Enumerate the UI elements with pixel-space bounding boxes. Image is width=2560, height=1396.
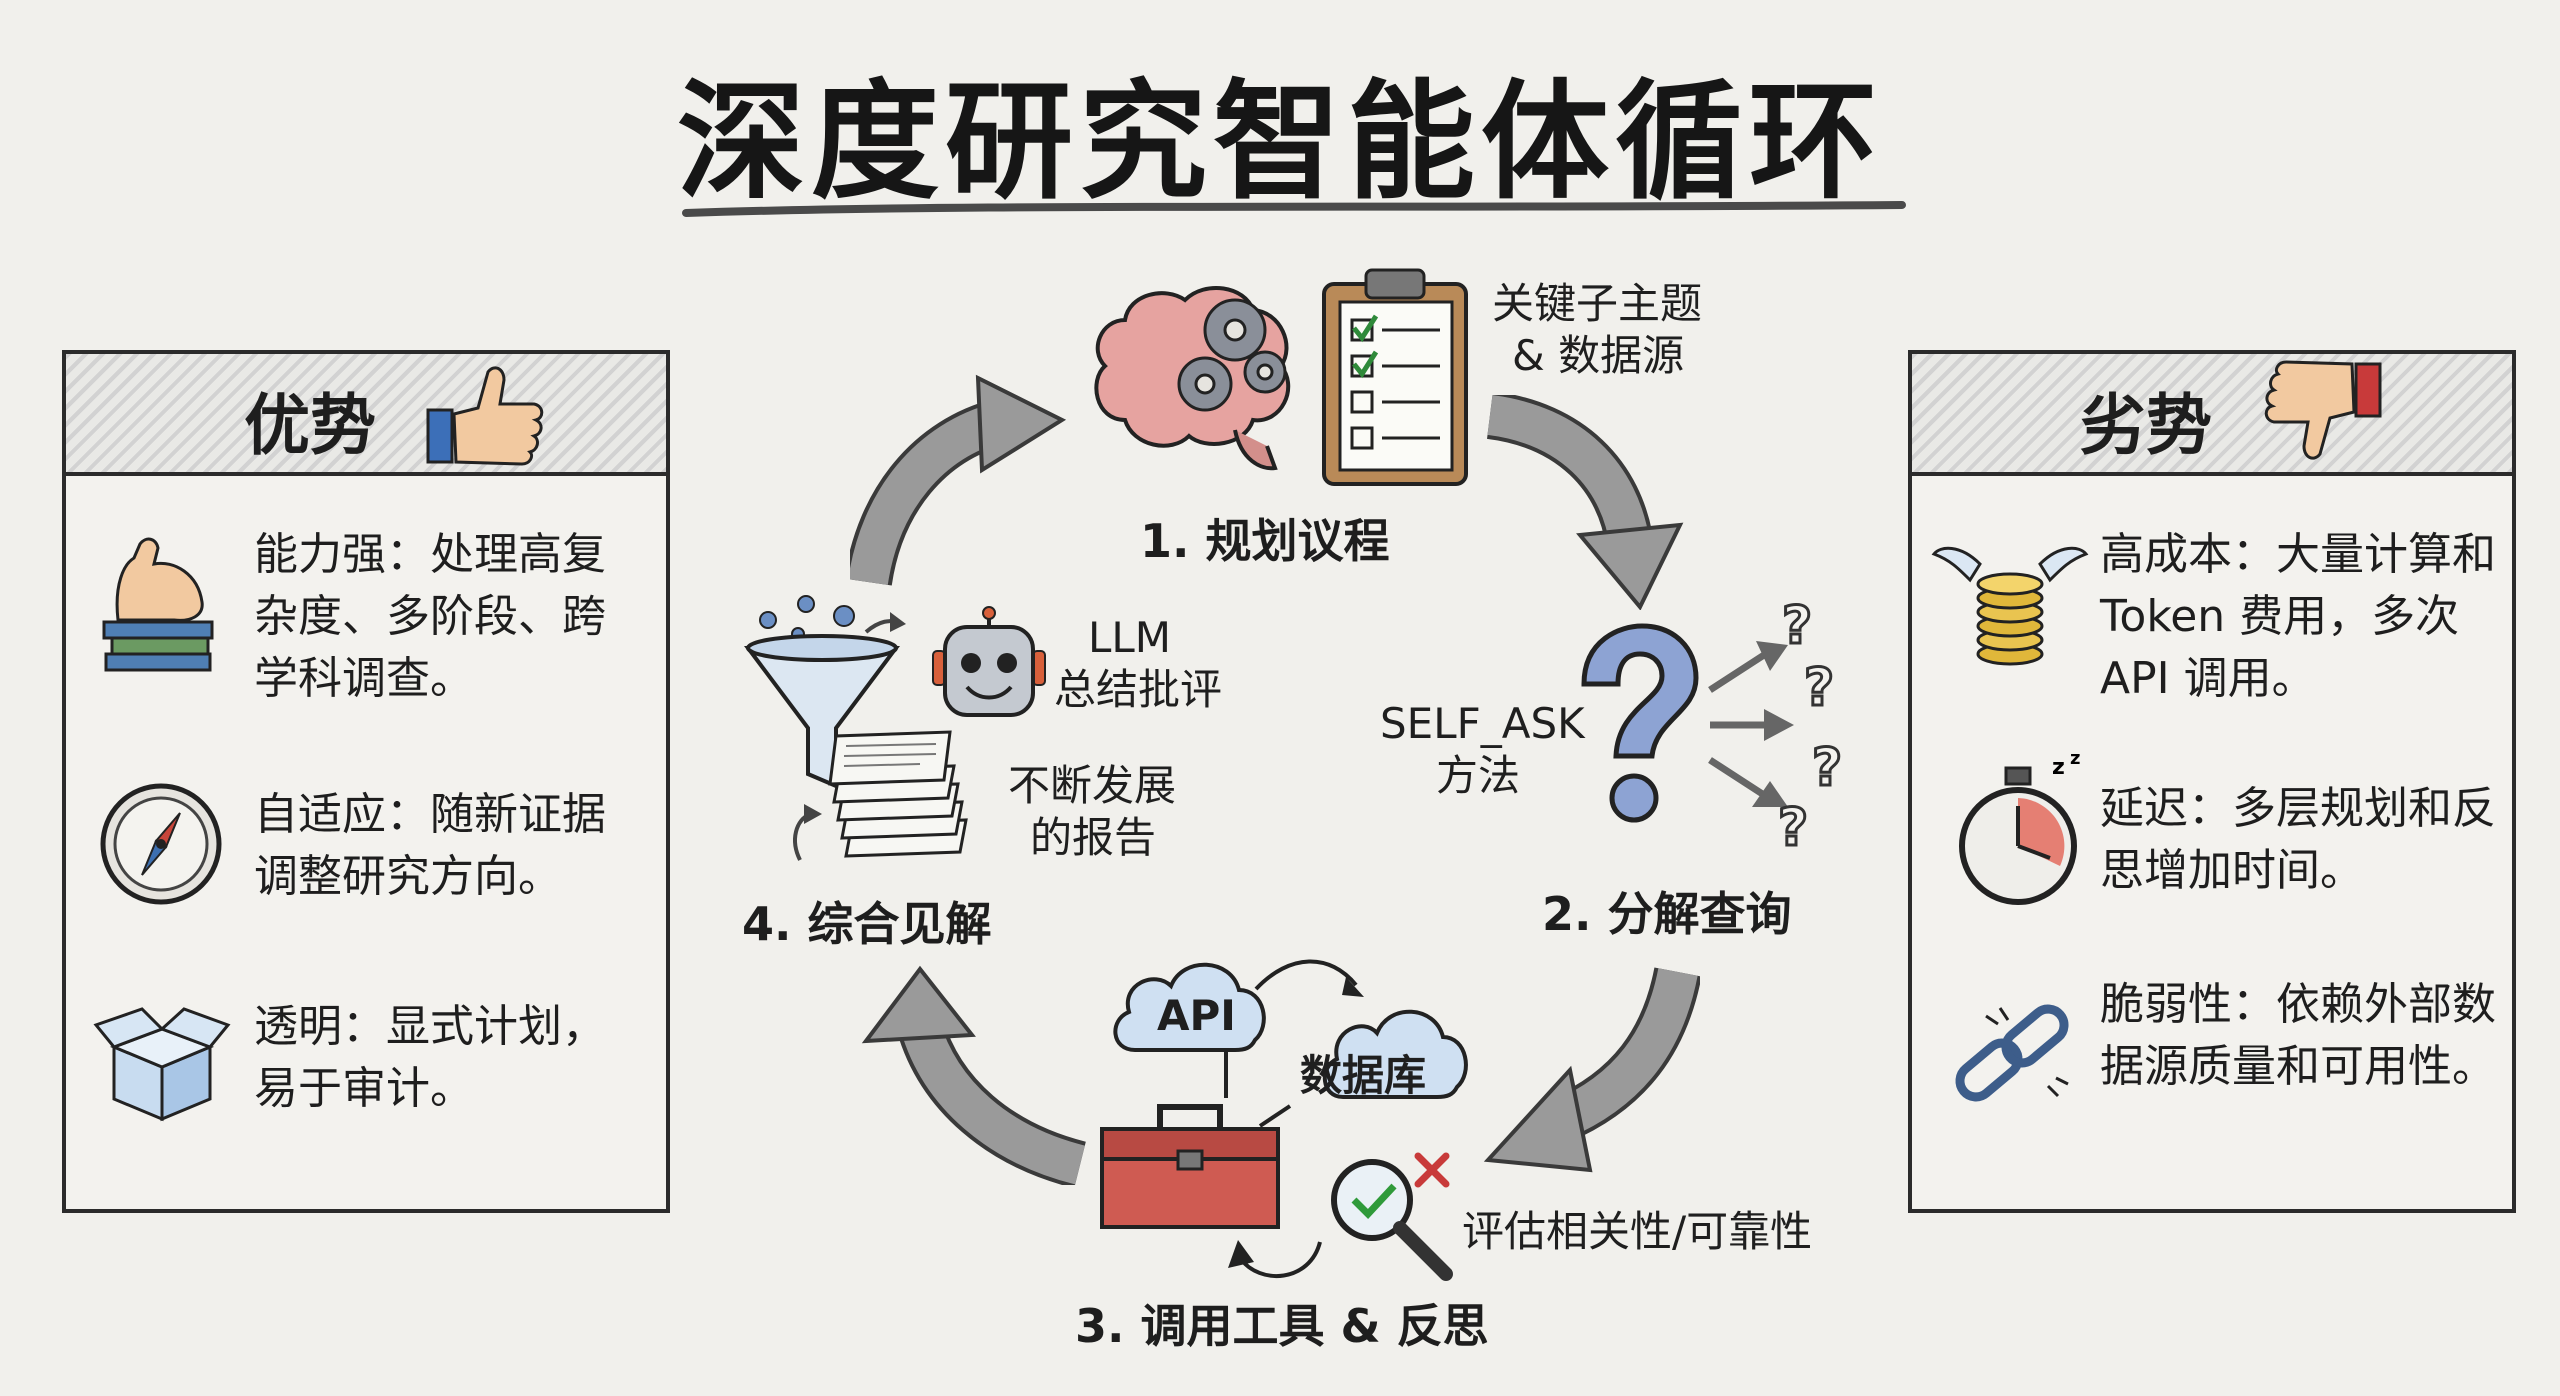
cons-item-2-text: 延迟：多层规划和反思增加时间。 — [2100, 783, 2496, 896]
pros-item-2-text: 自适应：随新证据调整研究方向。 — [254, 789, 606, 902]
llm-note-line1: LLM — [1088, 613, 1172, 662]
robot-icon — [932, 606, 1046, 717]
pros-heading: 优势 — [244, 387, 376, 464]
curved-arrow-api-to-db — [1254, 959, 1364, 997]
connector-lines — [1224, 1050, 1292, 1128]
stopwatch-icon: z z — [1959, 754, 2080, 905]
cons-header: 劣势 — [1912, 354, 2512, 476]
report-stack-icon — [793, 730, 968, 861]
self-ask-note-line1: SELF_ASK — [1380, 699, 1585, 748]
api-label: API — [1157, 991, 1236, 1040]
reflect-loop-arrow — [1228, 1240, 1322, 1279]
cycle-arrow-4-to-1 — [850, 374, 1067, 586]
query-branches-icon: ? ? ? ? — [1708, 595, 1844, 860]
report-note-line2: 的报告 — [1030, 813, 1157, 862]
self-ask-note-line2: 方法 — [1436, 751, 1521, 800]
compass-icon — [100, 783, 222, 905]
cycle-arrow-3-to-4 — [861, 965, 1087, 1185]
broken-chain-icon — [1955, 1004, 2069, 1102]
magnifier-check-icon — [1331, 1159, 1453, 1281]
clipboard-checklist-icon — [1322, 268, 1468, 486]
llm-note-line2: 总结批评 — [1054, 665, 1223, 714]
svg-text:z: z — [2052, 755, 2065, 780]
cons-panel: 劣势 高成本：大量计算和Token 费用，多次API 调用。 z z 延迟：多层… — [1908, 350, 2516, 1213]
pros-panel: 优势 能力强：处理高复杂度、多阶段、跨学科调查。 自适应：随新证据调整研究方向。… — [62, 350, 670, 1213]
api-cloud-icon — [1113, 962, 1266, 1052]
flexed-arm-books-icon — [102, 537, 214, 672]
brain-gears-icon — [1094, 285, 1291, 471]
plan-note-line2: & 数据源 — [1512, 331, 1685, 380]
pros-item-1-text: 能力强：处理高复杂度、多阶段、跨学科调查。 — [254, 529, 606, 704]
toolbox-icon — [1100, 1104, 1280, 1229]
pros-header: 优势 — [66, 354, 666, 476]
report-note-line1: 不断发展 — [1008, 761, 1177, 810]
thumbs-up-icon — [426, 366, 544, 466]
cycle-arrow-2-to-3 — [1483, 967, 1700, 1173]
svg-text:?: ? — [1782, 596, 1812, 656]
pros-item-3-text: 透明：显式计划，易于审计。 — [254, 1001, 606, 1114]
step-4-label: 4. 综合见解 — [742, 897, 992, 951]
evaluate-note: 评估相关性/可靠性 — [1462, 1207, 1813, 1256]
page-title: 深度研究智能体循环 — [676, 68, 1883, 217]
question-mark-icon — [1581, 623, 1699, 823]
database-label: 数据库 — [1300, 1051, 1427, 1100]
winged-coins-icon — [1931, 546, 2089, 666]
svg-text:?: ? — [1778, 798, 1808, 858]
plan-note-line1: 关键子主题 — [1492, 279, 1703, 328]
cycle-arrow-1-to-2 — [1486, 395, 1684, 610]
svg-text:?: ? — [1804, 658, 1834, 718]
step-3-label: 3. 调用工具 & 反思 — [1075, 1299, 1489, 1353]
cons-item-1-text: 高成本：大量计算和Token 费用，多次API 调用。 — [2100, 529, 2496, 704]
title-underline — [682, 201, 1906, 217]
cons-heading: 劣势 — [2080, 387, 2212, 464]
database-cloud-icon — [1322, 1009, 1468, 1099]
svg-text:?: ? — [1812, 738, 1842, 798]
red-x-icon — [1414, 1152, 1450, 1188]
svg-text:z: z — [2070, 754, 2080, 769]
thumbs-down-icon — [2264, 360, 2382, 460]
step-2-label: 2. 分解查询 — [1542, 887, 1792, 941]
cons-item-3-text: 脆弱性：依赖外部数据源质量和可用性。 — [2100, 979, 2496, 1092]
open-box-icon — [93, 1007, 231, 1122]
step-1-label: 1. 规划议程 — [1140, 514, 1390, 568]
